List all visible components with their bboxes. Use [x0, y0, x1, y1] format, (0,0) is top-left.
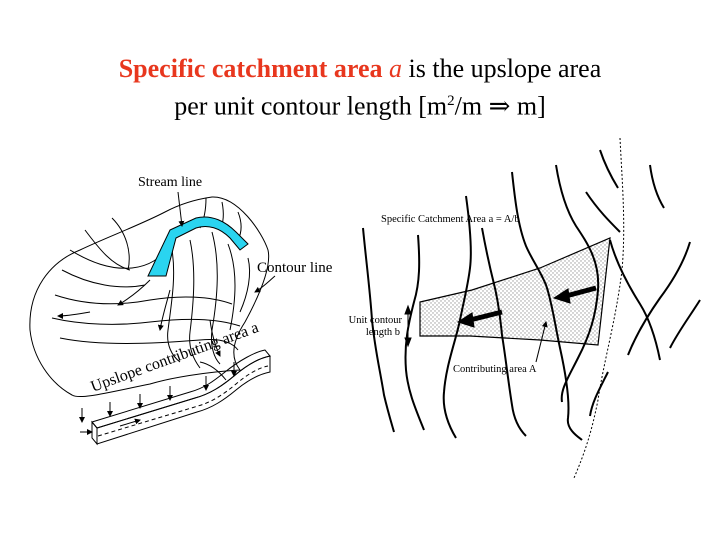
catchment-outline [29, 196, 270, 398]
flow-arrow [157, 289, 171, 331]
flow-direction-arrow-head [552, 288, 571, 304]
flow-line [362, 227, 395, 433]
stream-band [147, 216, 249, 277]
title-line-1: Specific catchment area a is the upslope… [0, 52, 720, 85]
flow-line [585, 191, 621, 233]
flow-line [669, 299, 701, 349]
flow-line [442, 195, 472, 439]
contour-line-pointer [254, 275, 276, 293]
slide-title: Specific catchment area a is the upslope… [0, 52, 720, 123]
flow-arrow [119, 418, 141, 427]
contour-line [59, 337, 239, 351]
unit-contour-label-2: length b [366, 327, 400, 338]
unit-contour-arrow-head-bottom [404, 337, 412, 348]
right-catchment-diagram [362, 137, 701, 479]
contour-line [239, 257, 251, 313]
contour-line [54, 294, 233, 305]
stream-line-label: Stream line [138, 175, 202, 190]
contour-line [227, 243, 236, 331]
flow-line [555, 164, 600, 403]
flow-line [599, 149, 619, 189]
flow-arrow [57, 311, 91, 319]
contour-line [84, 229, 131, 271]
contributing-area-label: Contributing area A [453, 364, 537, 375]
stream-line-pointer [177, 191, 185, 227]
title-highlight: Specific catchment area [118, 54, 383, 83]
title-line2-prefix: per unit contour length [m [174, 91, 448, 121]
specific-catchment-area-label: Specific Catchment Area a = A/b [381, 214, 520, 225]
contour-line-label: Contour line [257, 260, 333, 276]
flow-line [649, 164, 665, 209]
strip-side-face [96, 355, 271, 445]
contour-line [189, 239, 201, 369]
contributing-area-pointer [535, 321, 548, 363]
flow-line [589, 371, 609, 417]
flow-direction-arrow [469, 309, 503, 323]
flow-line [511, 171, 583, 441]
title-line-2: per unit contour length [m2/m ⇒ m] [0, 85, 720, 123]
title-line2-suffix: /m ⇒ m] [454, 91, 546, 121]
contour-line [111, 217, 130, 271]
unit-contour-arrow-head-top [404, 304, 412, 315]
contour-line [61, 269, 146, 288]
flow-line [609, 239, 661, 361]
flow-direction-arrow [565, 285, 597, 299]
flow-arrow [209, 319, 221, 357]
strip-front-face [91, 420, 98, 446]
left-catchment-diagram [29, 191, 276, 446]
divide-dotted-line [573, 137, 625, 479]
flow-line [627, 241, 691, 356]
flow-line [481, 227, 527, 437]
flow-arrow [117, 279, 151, 306]
unit-contour-label-1: Unit contour [349, 315, 403, 326]
strip-water-line [97, 365, 269, 437]
upslope-brace [199, 361, 227, 381]
title-variable: a [389, 54, 402, 83]
flow-direction-arrow-head [456, 312, 475, 328]
contour-line [167, 249, 181, 363]
contour-line [51, 317, 241, 327]
title-rest: is the upslope area [408, 54, 602, 83]
title-superscript: 2 [447, 93, 455, 109]
